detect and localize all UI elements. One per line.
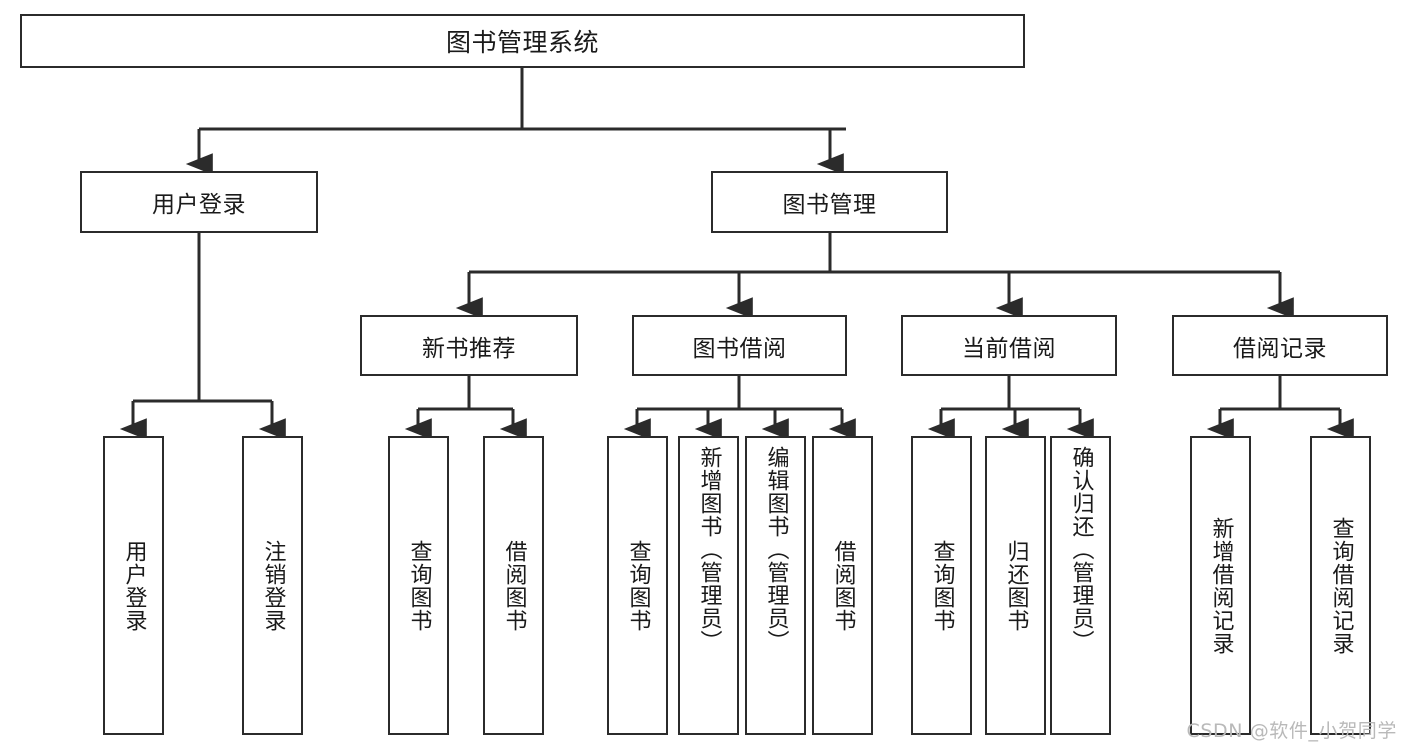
node-leaf-add-record-label: 新增借阅记录 — [1208, 516, 1234, 655]
node-leaf-user-login-label: 用户登录 — [121, 539, 147, 632]
node-borrow-record[interactable]: 借阅记录 — [1172, 315, 1388, 376]
node-leaf-edit-book-label: 编辑图书（管理员） — [763, 446, 789, 653]
node-leaf-add-book-label: 新增图书（管理员） — [696, 446, 722, 653]
node-leaf-return-book-label: 归还图书 — [1003, 539, 1029, 632]
node-root[interactable]: 图书管理系统 — [20, 14, 1025, 68]
node-leaf-logout[interactable]: 注销登录 — [242, 436, 303, 735]
node-leaf-edit-book[interactable]: 编辑图书（管理员） — [745, 436, 806, 735]
node-leaf-return-book[interactable]: 归还图书 — [985, 436, 1046, 735]
node-new-book-rec-label: 新书推荐 — [422, 335, 516, 362]
node-leaf-borrow-book-2[interactable]: 借阅图书 — [812, 436, 873, 735]
node-leaf-confirm-return-label: 确认归还（管理员） — [1068, 446, 1094, 653]
node-leaf-borrow-book-1-label: 借阅图书 — [501, 539, 527, 632]
node-root-label: 图书管理系统 — [445, 28, 599, 57]
node-book-manage[interactable]: 图书管理 — [711, 171, 948, 233]
node-book-manage-label: 图书管理 — [782, 192, 877, 218]
node-leaf-query-record-label: 查询借阅记录 — [1328, 516, 1354, 655]
node-user-login[interactable]: 用户登录 — [80, 171, 318, 233]
node-leaf-query-book-2[interactable]: 查询图书 — [607, 436, 668, 735]
node-leaf-logout-label: 注销登录 — [260, 539, 286, 632]
node-leaf-confirm-return[interactable]: 确认归还（管理员） — [1050, 436, 1111, 735]
node-current-borrow[interactable]: 当前借阅 — [901, 315, 1117, 376]
node-leaf-query-book-3-label: 查询图书 — [929, 539, 955, 632]
node-new-book-rec[interactable]: 新书推荐 — [360, 315, 578, 376]
node-leaf-query-record[interactable]: 查询借阅记录 — [1310, 436, 1371, 735]
node-leaf-user-login[interactable]: 用户登录 — [103, 436, 164, 735]
node-leaf-query-book-1-label: 查询图书 — [406, 539, 432, 632]
node-book-borrow-label: 图书借阅 — [692, 335, 787, 362]
node-book-borrow[interactable]: 图书借阅 — [632, 315, 847, 376]
node-leaf-add-book[interactable]: 新增图书（管理员） — [678, 436, 739, 735]
node-user-login-label: 用户登录 — [152, 192, 246, 218]
node-leaf-query-book-2-label: 查询图书 — [625, 539, 651, 632]
node-leaf-borrow-book-2-label: 借阅图书 — [830, 539, 856, 632]
node-leaf-query-book-1[interactable]: 查询图书 — [388, 436, 449, 735]
node-leaf-query-book-3[interactable]: 查询图书 — [911, 436, 972, 735]
node-leaf-borrow-book-1[interactable]: 借阅图书 — [483, 436, 544, 735]
csdn-watermark: CSDN @软件_小贺同学 — [1186, 720, 1397, 742]
node-current-borrow-label: 当前借阅 — [962, 335, 1056, 362]
node-leaf-add-record[interactable]: 新增借阅记录 — [1190, 436, 1251, 735]
node-borrow-record-label: 借阅记录 — [1233, 335, 1327, 362]
